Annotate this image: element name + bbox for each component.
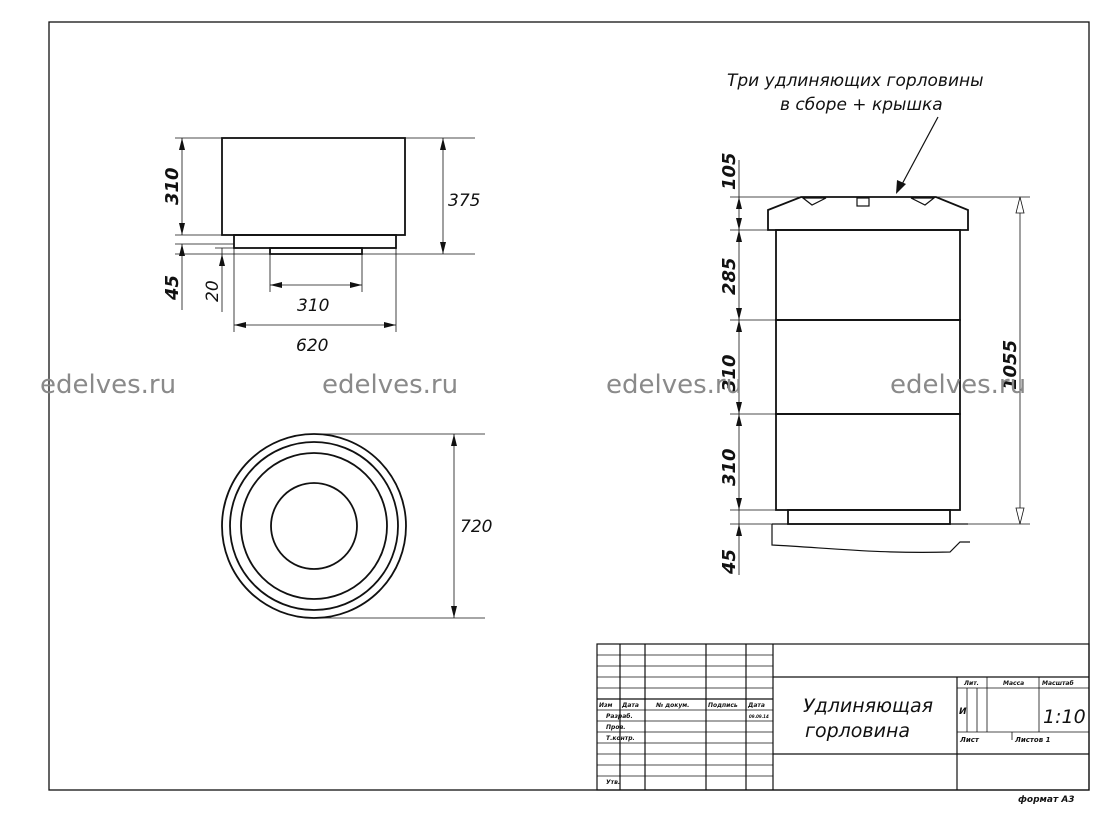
tb-massa-label: Масса <box>1003 680 1024 687</box>
title-block: Изм Дата № докум. Подпись Дата Разраб. 0… <box>596 643 1090 791</box>
dim-285: 285 <box>719 257 740 295</box>
tb-title-line-1: Удлиняющая <box>803 695 933 717</box>
dim-1055: 1055 <box>1000 340 1021 390</box>
plan-circle-outer <box>221 433 407 619</box>
tb-row-prov: Пров. <box>606 724 626 731</box>
tb-col-podpis: Подпись <box>708 702 738 709</box>
section-3 <box>775 413 961 511</box>
note-line-1: Три удлиняющих горловины <box>727 71 984 91</box>
front-view-ring <box>233 234 397 249</box>
watermark-3: edelves.ru <box>606 370 742 400</box>
tb-lit-value: И <box>959 707 967 717</box>
tb-masshtab-label: Масштаб <box>1042 680 1074 687</box>
tb-list-label: Лист <box>959 736 980 744</box>
note-arrow <box>896 180 906 194</box>
dim-height-20: 20 <box>203 280 223 302</box>
front-view-body <box>221 137 406 236</box>
watermark-1: edelves.ru <box>40 370 176 400</box>
watermark-2: edelves.ru <box>322 370 458 400</box>
tb-scale-value: 1:10 <box>1043 706 1086 728</box>
side-view: Три удлиняющих горловины в сборе + крышк… <box>719 71 1030 575</box>
tb-col-data2: Дата <box>747 702 765 709</box>
dim-310-b: 310 <box>719 448 740 486</box>
tb-date-value: 09.09.14 <box>749 714 769 719</box>
plan-circle-inner <box>270 482 358 570</box>
plan-circle-2 <box>229 441 399 611</box>
dim-width-620: 620 <box>296 336 328 356</box>
sheet-frame <box>48 21 1090 791</box>
tb-col-data: Дата <box>621 702 639 709</box>
tb-row-razrab: Разраб. <box>606 713 633 720</box>
dim-diameter-720: 720 <box>460 517 492 537</box>
tb-row-utv: Утв. <box>606 779 620 786</box>
dim-height-310: 310 <box>162 167 183 205</box>
tb-listov-label: Листов 1 <box>1014 736 1051 744</box>
front-view-nozzle <box>269 247 363 255</box>
section-1 <box>775 229 961 321</box>
tb-title-line-2: горловина <box>805 720 910 742</box>
dim-height-375: 375 <box>448 191 480 211</box>
plan-view: 720 <box>221 433 492 619</box>
tb-row-tkontr: Т.контр. <box>606 735 635 742</box>
dim-height-45: 45 <box>162 275 183 301</box>
dim-105: 105 <box>719 152 740 190</box>
tb-col-izm: Изм <box>599 702 613 709</box>
dim-310-a: 310 <box>719 354 740 392</box>
dim-45-side: 45 <box>719 549 740 575</box>
note-line-2: в сборе + крышка <box>780 95 943 115</box>
tb-lit-label: Лит. <box>963 680 979 687</box>
dim-width-310: 310 <box>297 296 329 316</box>
tb-col-ndokum: № докум. <box>655 702 689 709</box>
watermarks: edelves.ru edelves.ru edelves.ru edelves… <box>40 370 1026 400</box>
base-break <box>771 523 970 553</box>
format-label: формат А3 <box>1018 795 1075 805</box>
lid <box>767 196 969 231</box>
plan-circle-3 <box>240 452 388 600</box>
watermark-4: edelves.ru <box>890 370 1026 400</box>
base-ring <box>787 509 951 525</box>
front-view: 310 45 20 375 310 620 <box>162 137 480 356</box>
